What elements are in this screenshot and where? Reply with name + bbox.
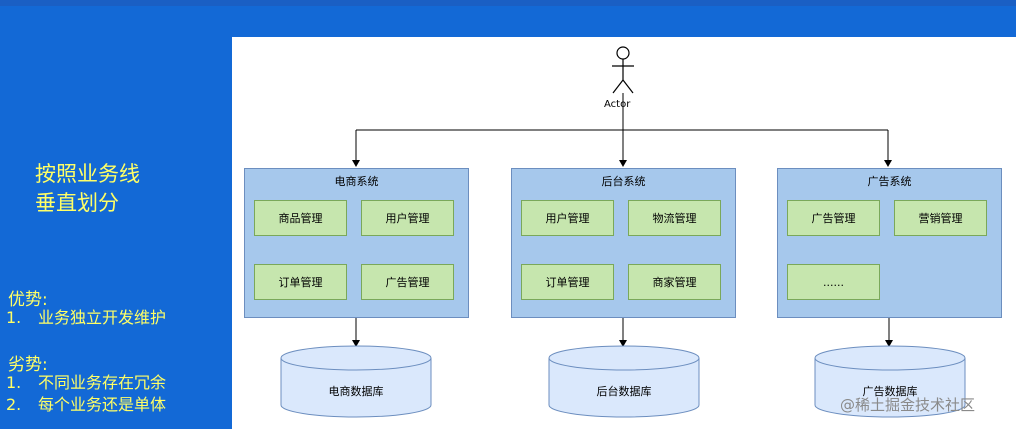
module-box: 广告管理 [361,264,454,300]
system-title: 广告系统 [867,175,912,188]
top-bar [0,0,1016,6]
cons-item-number: 1. [6,373,22,392]
actor-icon [612,46,634,94]
module-box: 营销管理 [894,200,987,236]
pros-item-text: 业务独立开发维护 [38,308,167,327]
ecommerce-db-icon [280,345,432,418]
cons-item-text: 每个业务还是单体 [38,395,167,414]
backend-db-label: 后台数据库 [596,385,652,398]
pros-item-number: 1. [6,308,22,327]
module-box: 用户管理 [521,200,614,236]
ads-db-icon [814,345,966,418]
slide-title: 按照业务线 垂直划分 [35,160,140,218]
module-box: 广告管理 [787,200,880,236]
cons-item: 1. 不同业务存在冗余 [6,372,166,394]
module-box: 物流管理 [628,200,721,236]
module-box: 订单管理 [521,264,614,300]
pros-list: 1. 业务独立开发维护 [6,307,166,329]
module-box: 商家管理 [628,264,721,300]
ads-system: 广告系统 广告管理 营销管理 ...... [777,168,1002,318]
ecommerce-db-label: 电商数据库 [328,385,384,398]
cons-list: 1. 不同业务存在冗余 2. 每个业务还是单体 [6,372,166,416]
cons-item-text: 不同业务存在冗余 [38,373,167,392]
system-title: 后台系统 [601,175,646,188]
actor-label: Actor [604,99,631,110]
module-box: 商品管理 [254,200,347,236]
module-box: 订单管理 [254,264,347,300]
cons-heading: 劣势: [8,355,48,375]
title-line-1: 按照业务线 [35,162,140,186]
pros-item: 1. 业务独立开发维护 [6,307,166,329]
ecommerce-system: 电商系统 商品管理 用户管理 订单管理 广告管理 [244,168,469,318]
cons-item-number: 2. [6,395,22,414]
backend-system: 后台系统 用户管理 物流管理 订单管理 商家管理 [511,168,736,318]
module-box: ...... [787,264,880,300]
system-title: 电商系统 [334,175,379,188]
title-line-2: 垂直划分 [35,191,119,215]
site-watermark: @稀土掘金技术社区 [840,396,976,414]
backend-db-icon [548,345,700,418]
module-box: 用户管理 [361,200,454,236]
ads-db-label: 广告数据库 [862,385,918,398]
cons-item: 2. 每个业务还是单体 [6,394,166,416]
pros-heading: 优势: [8,290,48,310]
